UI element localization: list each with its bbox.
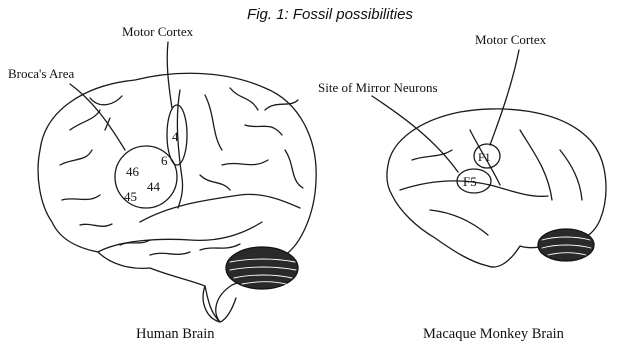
human-area-44-label: 44 [147,179,161,194]
macaque-area-f1-label: F1 [478,150,491,164]
macaque-mirror-neurons-leader [372,96,458,172]
human-area-4-label: 4 [172,129,179,144]
human-area-6-label: 6 [161,153,168,168]
human-cerebellum [226,247,298,289]
human-brain-illustration [38,42,316,322]
human-area-46-label: 46 [126,164,140,179]
macaque-area-f5-label: F5 [463,174,477,189]
human-motor-cortex-leader [167,42,172,108]
human-brocas-leader [70,84,125,150]
human-area-45-label: 45 [124,189,137,204]
macaque-motor-cortex-leader [490,50,519,145]
